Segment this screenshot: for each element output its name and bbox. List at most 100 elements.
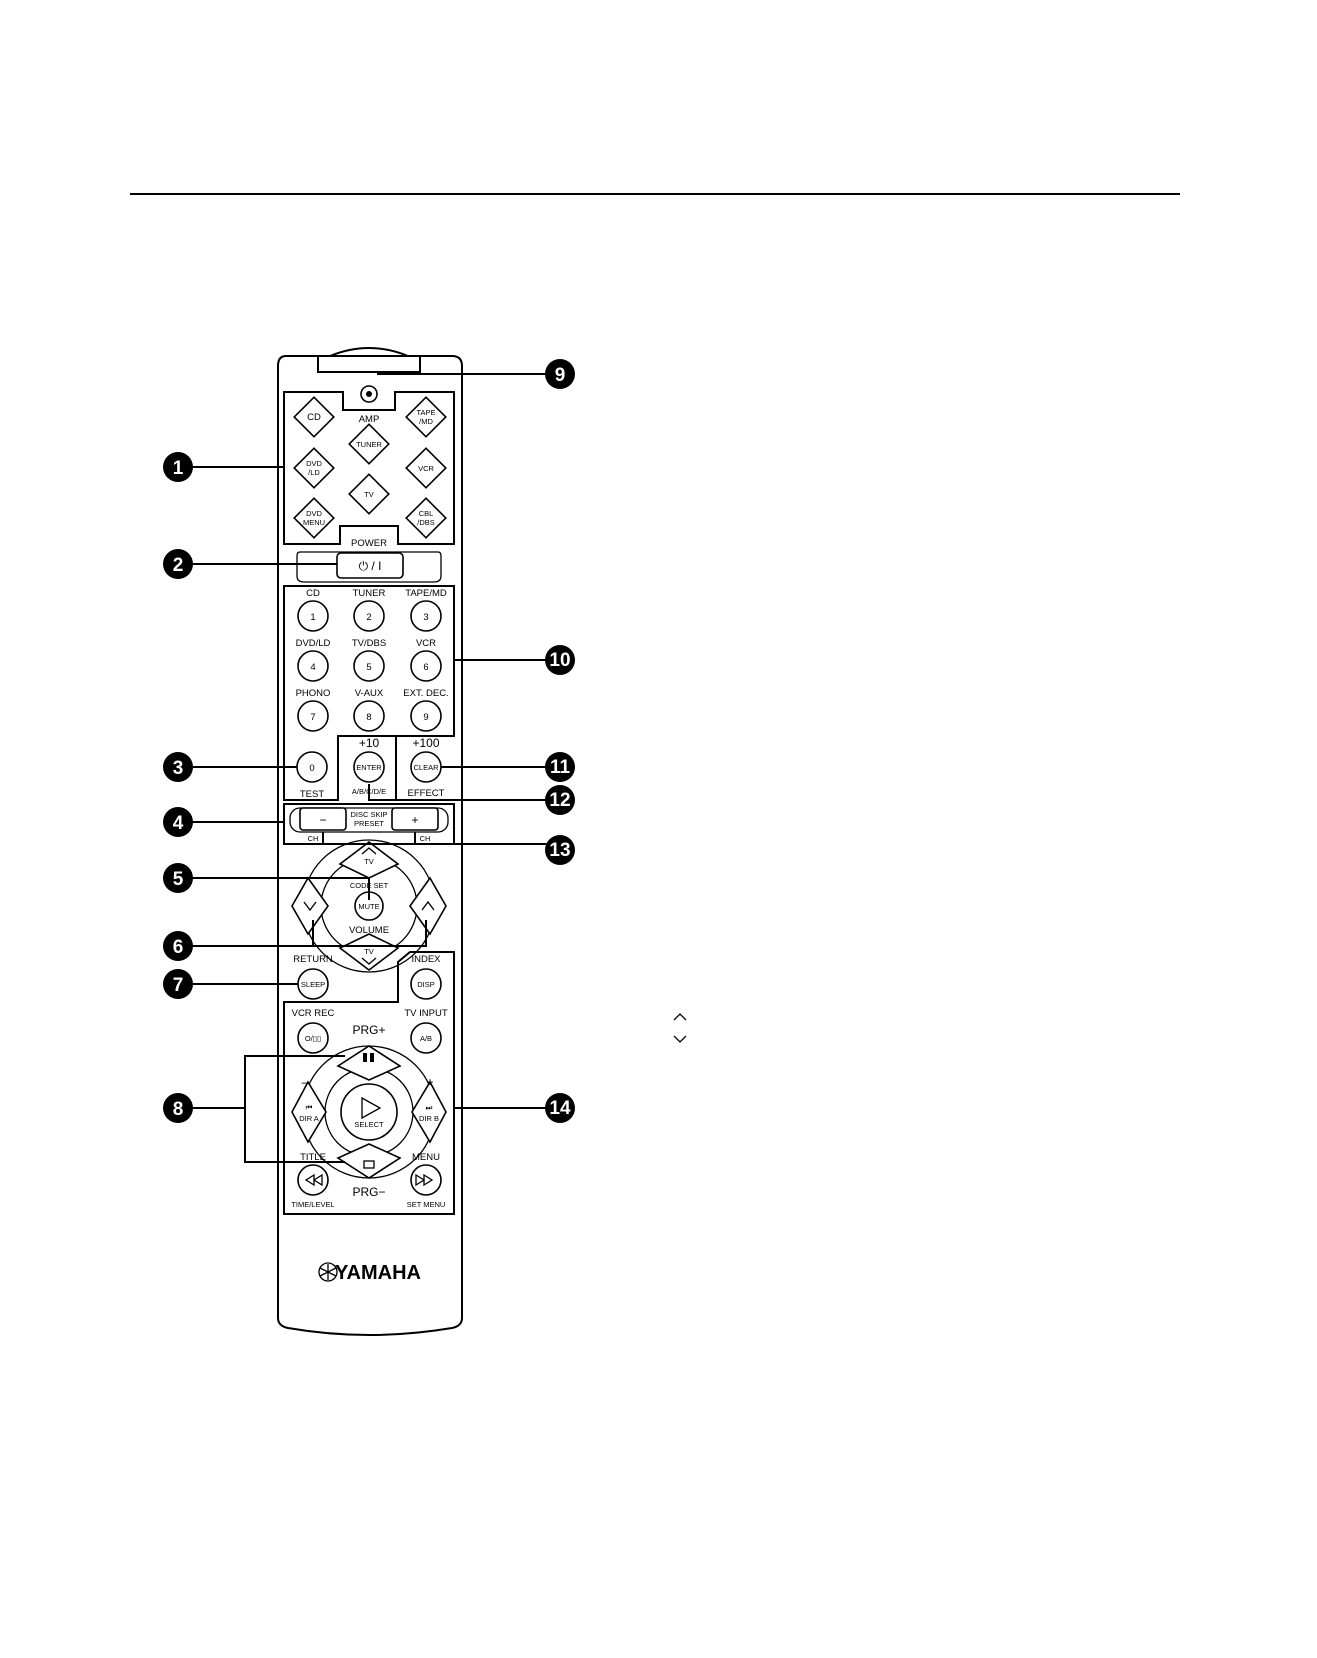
remote-body — [277, 355, 463, 1336]
preset-minus-button[interactable]: − — [299, 807, 347, 831]
num-key-7[interactable]: PHONO 7 — [296, 688, 331, 732]
svg-text:3: 3 — [173, 758, 184, 779]
num-key-5[interactable]: TV/DBS 5 — [352, 638, 386, 682]
page-rule — [130, 193, 1180, 195]
tv-input-button[interactable]: A/B — [410, 1022, 442, 1054]
chevron-up-icon — [673, 1013, 687, 1021]
input-dvd-menu-button[interactable]: DVD MENU — [293, 497, 335, 539]
svg-text:TUNER: TUNER — [356, 440, 382, 449]
svg-text:−: − — [319, 813, 326, 827]
input-tv-button[interactable]: TV — [348, 473, 390, 515]
yamaha-logo: YAMAHA — [318, 1262, 421, 1284]
svg-text:7: 7 — [173, 975, 184, 996]
callout-2: 2 — [163, 549, 193, 579]
input-tuner-button[interactable]: TUNER — [348, 423, 390, 465]
sleep-button[interactable]: SLEEP — [297, 968, 329, 1000]
volume-label: VOLUME — [349, 925, 389, 936]
power-track — [296, 551, 442, 583]
clear-button[interactable]: +100 CLEAR EFFECT — [408, 736, 445, 799]
svg-text:MUTE: MUTE — [358, 902, 379, 911]
vcr-rec-button[interactable]: O/▯▯ — [297, 1022, 329, 1054]
time-level-label: TIME/LEVEL — [291, 1200, 334, 1209]
svg-text:TAPE/MD: TAPE/MD — [405, 588, 447, 599]
svg-text:11: 11 — [550, 757, 571, 778]
rewind-button[interactable] — [297, 1164, 329, 1196]
svg-text:⏭: ⏭ — [426, 1103, 433, 1112]
svg-text:+10: +10 — [359, 736, 380, 750]
svg-text:7: 7 — [310, 712, 315, 723]
svg-text:13: 13 — [549, 840, 570, 861]
callout-8: 8 — [163, 1093, 193, 1123]
svg-text:/LD: /LD — [308, 468, 320, 477]
svg-text:14: 14 — [549, 1098, 571, 1119]
preset-plus-button[interactable]: + — [391, 807, 439, 831]
chevron-down-icon — [673, 1035, 687, 1043]
svg-text:12: 12 — [549, 790, 570, 811]
svg-text:ENTER: ENTER — [356, 763, 382, 772]
tv-down-button[interactable]: TV — [338, 933, 400, 972]
num-key-4[interactable]: DVD/LD 4 — [296, 638, 331, 682]
callout-5: 5 — [163, 863, 193, 893]
input-tape-md-button[interactable]: TAPE /MD — [405, 396, 447, 438]
play-select-button[interactable]: SELECT — [340, 1083, 398, 1141]
stop-button[interactable] — [336, 1143, 402, 1179]
svg-text:YAMAHA: YAMAHA — [335, 1262, 421, 1284]
skip-forward-button[interactable]: ⏭ DIR B — [411, 1080, 447, 1144]
input-group-frame — [283, 391, 455, 545]
fast-forward-button[interactable] — [410, 1164, 442, 1196]
svg-text:SELECT: SELECT — [354, 1120, 384, 1129]
svg-text:PHONO: PHONO — [296, 688, 331, 699]
key-0-test[interactable]: 0 TEST — [296, 751, 328, 800]
callout-10: 10 — [545, 645, 575, 675]
svg-text:TV/DBS: TV/DBS — [352, 638, 386, 649]
input-cd-button[interactable]: CD — [293, 396, 335, 438]
transmit-led-dot — [366, 391, 372, 397]
svg-text:TEST: TEST — [300, 789, 324, 800]
svg-text:DIR B: DIR B — [419, 1114, 439, 1123]
svg-text:2: 2 — [173, 555, 184, 576]
svg-text:/DBS: /DBS — [417, 518, 435, 527]
svg-text:⏮: ⏮ — [306, 1103, 313, 1112]
svg-text:CD: CD — [306, 588, 320, 599]
svg-text:CBL: CBL — [419, 509, 434, 518]
volume-down-button[interactable] — [291, 876, 329, 936]
svg-text:TUNER: TUNER — [353, 588, 386, 599]
callout-9: 9 — [545, 359, 575, 389]
svg-text:V-AUX: V-AUX — [355, 688, 384, 699]
callout-1: 1 — [163, 452, 193, 482]
skip-back-button[interactable]: ⏮ DIR A — [291, 1080, 327, 1144]
svg-text:9: 9 — [555, 365, 566, 386]
svg-text:1: 1 — [173, 458, 184, 479]
svg-text:/MD: /MD — [419, 417, 433, 426]
volume-up-button[interactable] — [409, 876, 447, 936]
svg-text:TV: TV — [364, 857, 374, 866]
pause-button[interactable] — [336, 1045, 402, 1081]
svg-text:5: 5 — [366, 662, 371, 673]
set-menu-label: SET MENU — [407, 1200, 446, 1209]
num-key-3[interactable]: TAPE/MD3 — [405, 588, 447, 632]
input-cbl-dbs-button[interactable]: CBL /DBS — [405, 497, 447, 539]
num-key-9[interactable]: EXT. DEC.9 — [403, 688, 449, 732]
svg-text:TV: TV — [364, 490, 374, 499]
title-label: TITLE — [300, 1152, 326, 1163]
ch-plus-label: CH — [420, 834, 431, 843]
transport-frame — [283, 951, 455, 1215]
prg-plus-label: PRG+ — [352, 1023, 385, 1037]
svg-text:8: 8 — [173, 1099, 184, 1120]
input-vcr-button[interactable]: VCR — [405, 447, 447, 489]
num-key-1[interactable]: CD1 — [297, 588, 329, 632]
power-button[interactable]: ⏻ / I — [336, 552, 404, 579]
svg-text:0: 0 — [309, 763, 314, 774]
preset-label: PRESET — [354, 819, 384, 828]
tv-up-button[interactable]: TV — [338, 840, 400, 879]
input-dvd-ld-button[interactable]: DVD /LD — [293, 447, 335, 489]
disp-button[interactable]: DISP — [410, 968, 442, 1000]
svg-text:DIR A: DIR A — [299, 1114, 319, 1123]
svg-text:DVD/LD: DVD/LD — [296, 638, 331, 649]
svg-text:A/B: A/B — [420, 1034, 432, 1043]
disc-skip-label: DISC SKIP — [350, 810, 387, 819]
svg-text:4: 4 — [310, 662, 315, 673]
